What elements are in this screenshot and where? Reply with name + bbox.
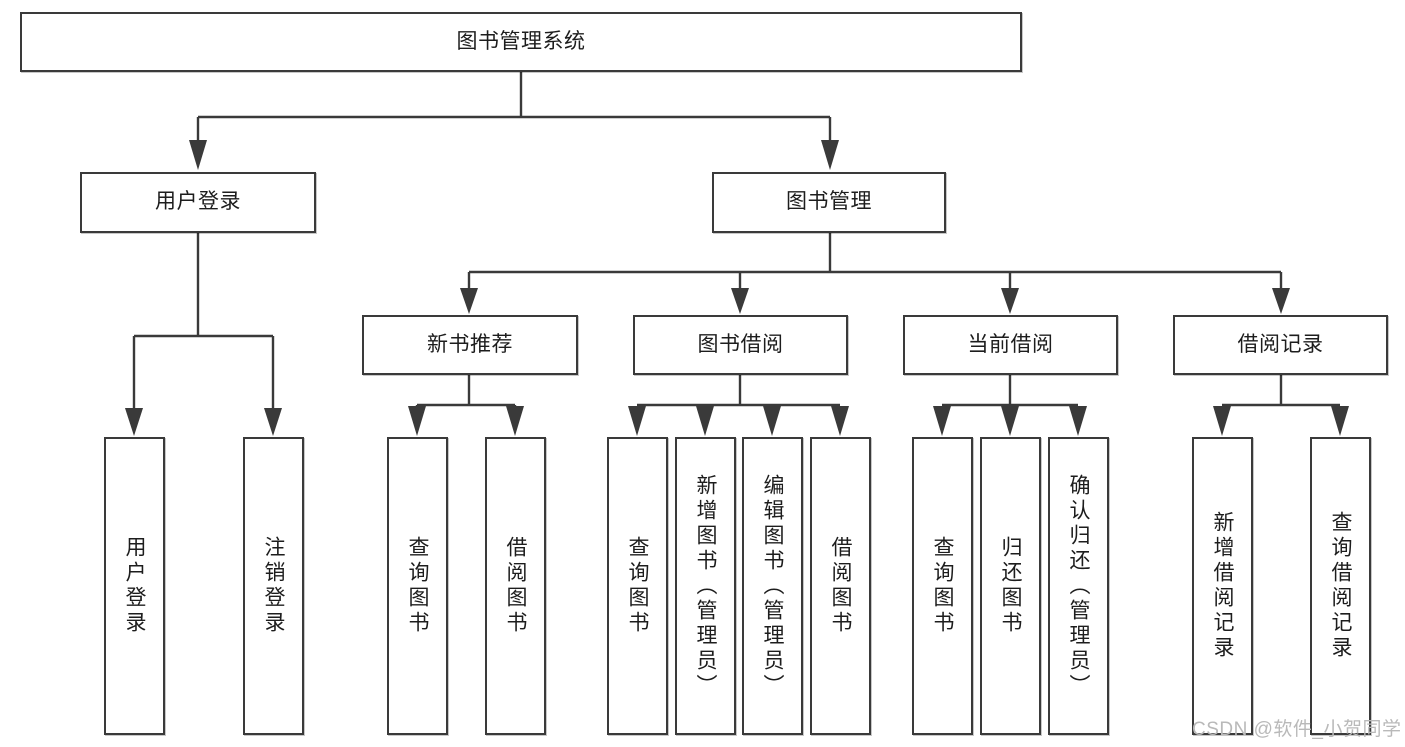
arrowhead-user-login	[189, 140, 207, 170]
node-leaf-add-record[interactable]: 新增借阅记录	[1192, 437, 1253, 735]
node-leaf-borrow-book-2[interactable]: 借阅图书	[810, 437, 871, 735]
arrowhead-leaf-confirm-return	[1069, 406, 1087, 436]
node-leaf-query-record-label: 查询借阅记录	[1329, 511, 1353, 661]
arrowhead-leaf-return-book	[1001, 406, 1019, 436]
node-leaf-query-book-1-label: 查询图书	[406, 536, 430, 636]
node-leaf-confirm-return-label: 确认归还（管理员）	[1067, 473, 1091, 699]
arrowhead-leaf-borrow-book-2	[831, 406, 849, 436]
node-book-management-label: 图书管理	[786, 190, 872, 214]
arrowhead-leaf-query-book-3	[933, 406, 951, 436]
node-leaf-query-book-1[interactable]: 查询图书	[387, 437, 448, 735]
node-book-management[interactable]: 图书管理	[712, 172, 946, 233]
node-new-book-recommend-label: 新书推荐	[427, 332, 513, 356]
node-leaf-return-book-label: 归还图书	[999, 536, 1023, 636]
arrowhead-leaf-logout-login	[264, 408, 282, 436]
arrowhead-book-borrow	[731, 288, 749, 314]
node-leaf-query-book-2-label: 查询图书	[626, 536, 650, 636]
node-leaf-user-login[interactable]: 用户登录	[104, 437, 165, 735]
node-leaf-add-record-label: 新增借阅记录	[1211, 511, 1235, 661]
node-leaf-edit-book[interactable]: 编辑图书（管理员）	[742, 437, 803, 735]
node-user-login-label: 用户登录	[155, 190, 241, 214]
arrowhead-new-book-recommend	[460, 288, 478, 314]
node-leaf-confirm-return[interactable]: 确认归还（管理员）	[1048, 437, 1109, 735]
node-leaf-return-book[interactable]: 归还图书	[980, 437, 1041, 735]
arrowhead-leaf-edit-book	[763, 406, 781, 436]
node-borrow-record[interactable]: 借阅记录	[1173, 315, 1388, 375]
arrowhead-current-borrow	[1001, 288, 1019, 314]
node-leaf-query-book-3-label: 查询图书	[931, 536, 955, 636]
node-leaf-user-login-label: 用户登录	[123, 536, 147, 636]
node-leaf-query-record[interactable]: 查询借阅记录	[1310, 437, 1371, 735]
arrowhead-leaf-query-record	[1331, 406, 1349, 436]
arrowhead-leaf-query-book-2	[628, 406, 646, 436]
arrowhead-book-management	[821, 140, 839, 170]
arrowhead-leaf-add-record	[1213, 406, 1231, 436]
node-new-book-recommend[interactable]: 新书推荐	[362, 315, 578, 375]
node-book-borrow-label: 图书借阅	[697, 332, 784, 356]
node-leaf-borrow-book-2-label: 借阅图书	[829, 536, 853, 636]
arrowhead-leaf-borrow-book-1	[506, 406, 524, 436]
node-leaf-borrow-book-1[interactable]: 借阅图书	[485, 437, 546, 735]
node-leaf-query-book-2[interactable]: 查询图书	[607, 437, 668, 735]
arrowhead-leaf-user-login	[125, 408, 143, 436]
node-leaf-edit-book-label: 编辑图书（管理员）	[761, 473, 785, 699]
node-leaf-logout-login-label: 注销登录	[262, 536, 286, 636]
arrowhead-borrow-record	[1272, 288, 1290, 314]
node-current-borrow[interactable]: 当前借阅	[903, 315, 1118, 375]
node-leaf-add-book-label: 新增图书（管理员）	[694, 473, 718, 699]
node-borrow-record-label: 借阅记录	[1237, 332, 1324, 356]
node-root[interactable]: 图书管理系统	[20, 12, 1022, 72]
arrowhead-leaf-add-book	[696, 406, 714, 436]
node-book-borrow[interactable]: 图书借阅	[633, 315, 848, 375]
node-leaf-add-book[interactable]: 新增图书（管理员）	[675, 437, 736, 735]
node-user-login[interactable]: 用户登录	[80, 172, 316, 233]
arrowhead-leaf-query-book-1	[408, 406, 426, 436]
node-leaf-logout-login[interactable]: 注销登录	[243, 437, 304, 735]
node-root-label: 图书管理系统	[456, 29, 586, 53]
node-current-borrow-label: 当前借阅	[967, 332, 1054, 356]
node-leaf-query-book-3[interactable]: 查询图书	[912, 437, 973, 735]
node-leaf-borrow-book-1-label: 借阅图书	[504, 536, 528, 636]
